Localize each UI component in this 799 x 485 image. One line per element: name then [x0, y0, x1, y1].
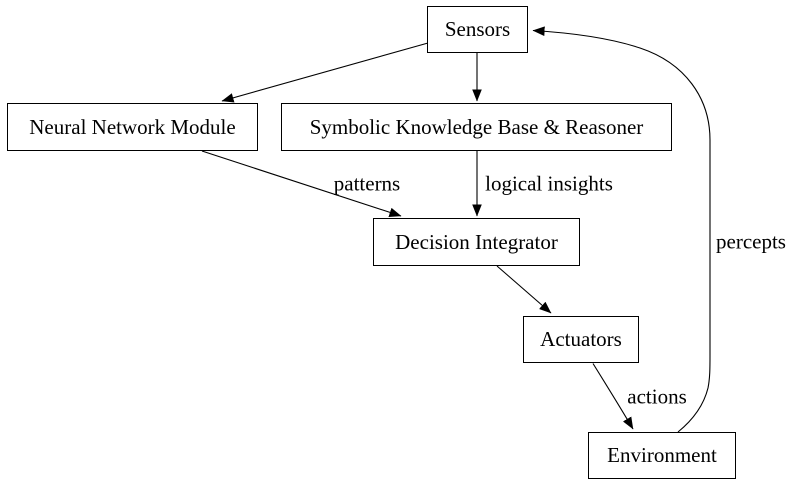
- edge-sensors-to-neural-network-module: [221, 42, 429, 103]
- node-decision-integrator: Decision Integrator: [373, 218, 580, 266]
- node-neural-network-module: Neural Network Module: [7, 103, 258, 151]
- node-symbolic-kb-reasoner: Symbolic Knowledge Base & Reasoner: [281, 103, 672, 151]
- edge-environment-to-sensors: [532, 26, 711, 433]
- edge-neural-network-module-to-decision-integrator: [201, 150, 402, 217]
- edge-label-patterns: patterns: [333, 171, 401, 196]
- edge-actuators-to-environment: [592, 363, 634, 430]
- node-sensors: Sensors: [427, 6, 528, 53]
- node-actuators: Actuators: [523, 316, 639, 363]
- node-environment: Environment: [588, 432, 736, 479]
- edge-label-actions: actions: [627, 384, 687, 409]
- edge-label-percepts: percepts: [716, 229, 786, 254]
- edge-label-logical-insights: logical insights: [485, 171, 613, 196]
- edge-decision-integrator-to-actuators: [496, 265, 552, 314]
